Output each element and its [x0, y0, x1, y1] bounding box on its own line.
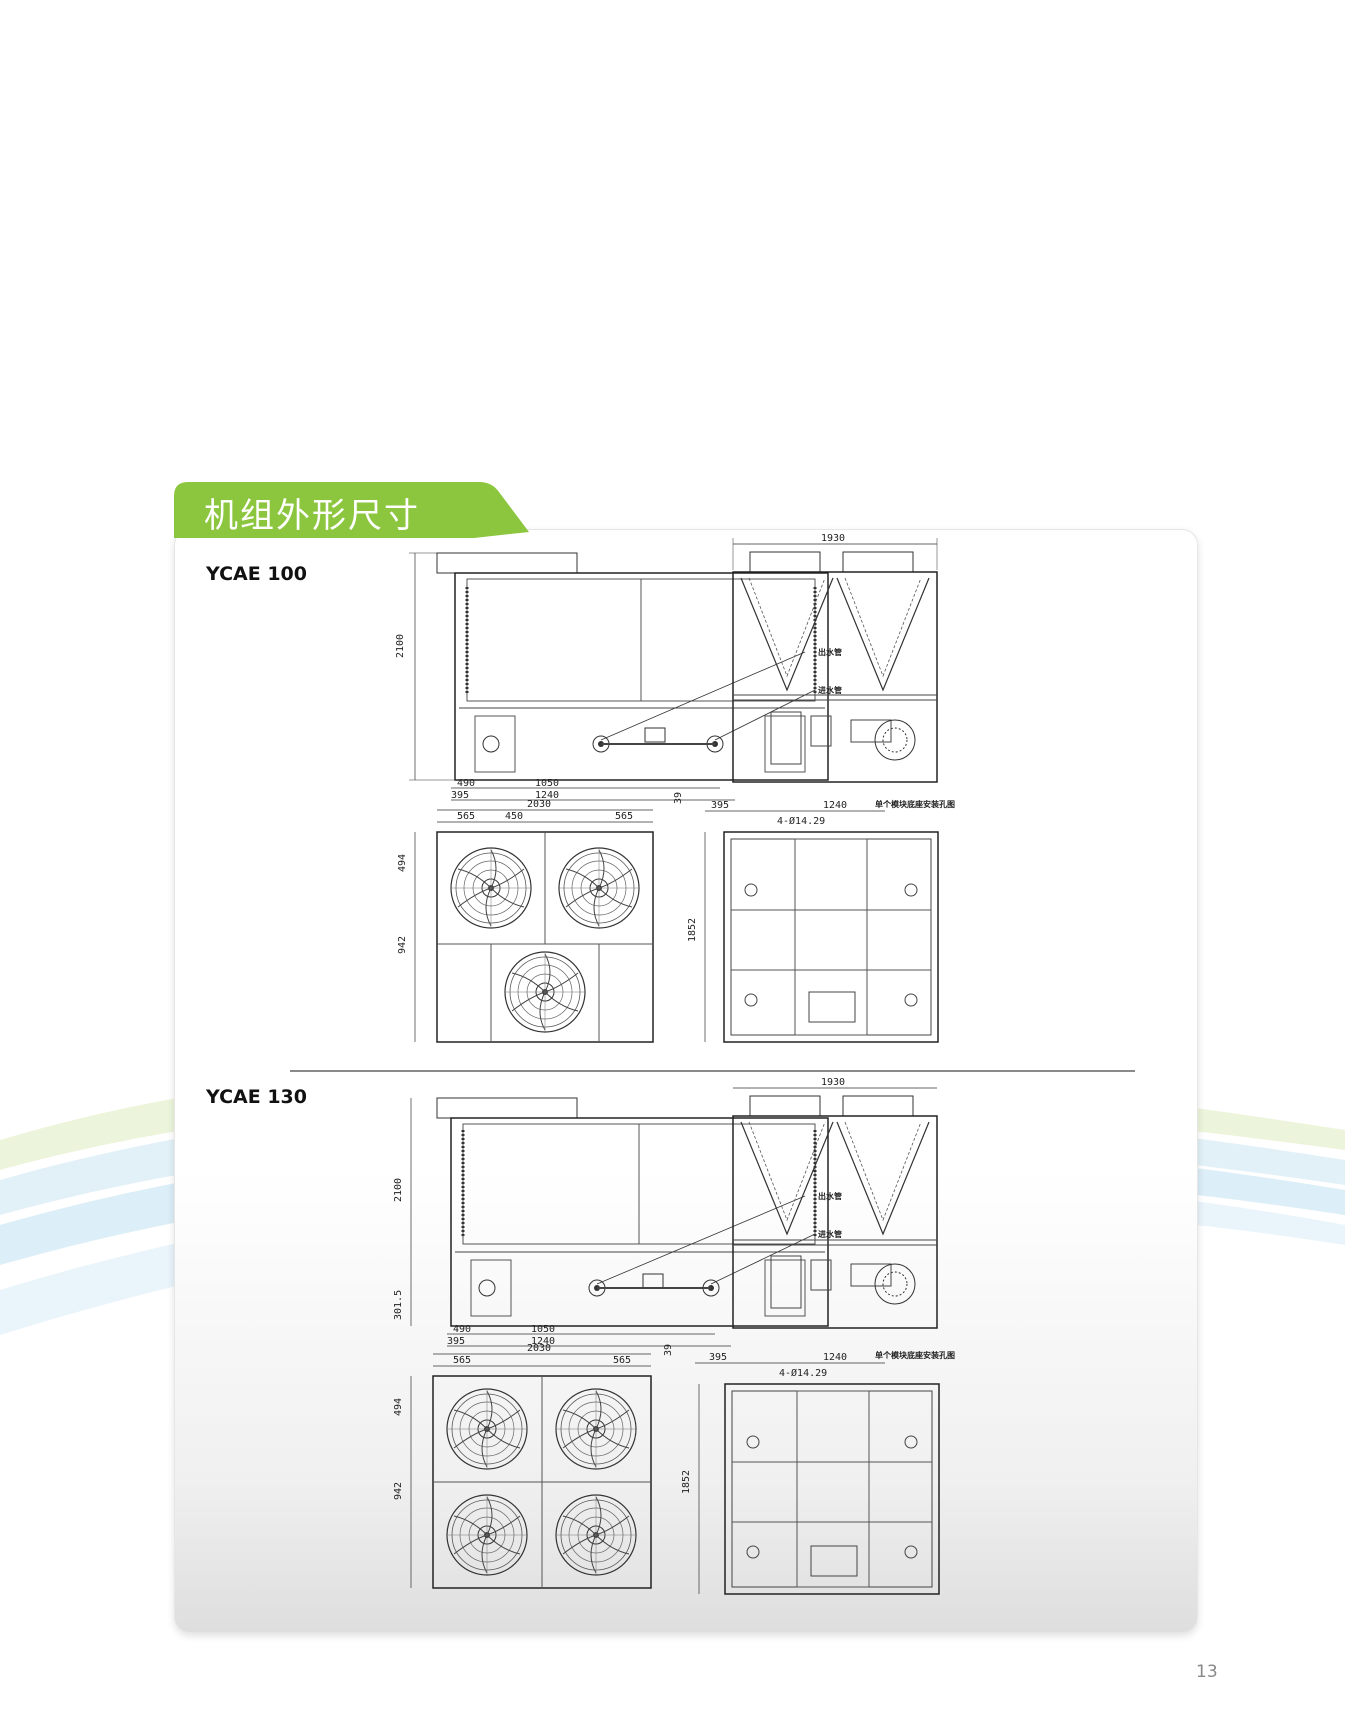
svg-text:4-Ø14.29: 4-Ø14.29	[779, 1367, 827, 1379]
ycae130-side-view: 1930	[732, 1077, 938, 1329]
svg-text:1050: 1050	[531, 1324, 555, 1335]
section-header-tab: 机组外形尺寸	[174, 482, 534, 538]
svg-text:进水管: 进水管	[818, 685, 842, 695]
ycae100-top-view: 2030 565 450 565 494 942	[397, 799, 654, 1043]
svg-text:单个模块底座安装孔图: 单个模块底座安装孔图	[875, 799, 955, 809]
svg-text:2030: 2030	[527, 1343, 551, 1354]
svg-text:942: 942	[397, 936, 408, 954]
svg-text:39: 39	[663, 1344, 674, 1356]
svg-text:出水管: 出水管	[818, 1191, 842, 1201]
svg-text:1240: 1240	[535, 790, 559, 801]
ycae130-front-view: 出水管 进水管 2100 301.5 490 1050 395 1240	[393, 1097, 842, 1347]
model-label-ycae130: YCAE 130	[206, 1086, 307, 1108]
section-divider	[290, 1070, 1135, 1072]
svg-text:1930: 1930	[821, 1077, 845, 1088]
fan-icon	[504, 951, 586, 1033]
svg-text:565: 565	[453, 1355, 471, 1366]
svg-text:494: 494	[397, 854, 408, 872]
ycae100-base-view: 39 395 1240 单个模块底座安装孔图 4-Ø14.29 1852	[673, 792, 955, 1043]
fan-icon	[446, 1388, 528, 1470]
ycae130-top-view: 2030 565 565 494 942	[393, 1343, 652, 1589]
svg-text:4-Ø14.29: 4-Ø14.29	[777, 815, 825, 827]
svg-text:942: 942	[393, 1482, 404, 1500]
svg-text:2030: 2030	[527, 799, 551, 810]
svg-text:450: 450	[505, 811, 523, 822]
svg-text:2100: 2100	[393, 1178, 404, 1202]
svg-text:395: 395	[711, 800, 729, 811]
svg-text:301.5: 301.5	[393, 1290, 404, 1320]
fan-icon	[450, 847, 532, 929]
page-number: 13	[1196, 1662, 1218, 1682]
fan-icon	[446, 1494, 528, 1576]
svg-text:1930: 1930	[821, 533, 845, 544]
fan-icon	[555, 1494, 637, 1576]
svg-text:1852: 1852	[687, 918, 698, 942]
svg-text:1240: 1240	[531, 1336, 555, 1347]
svg-text:2100: 2100	[395, 634, 406, 658]
svg-text:出水管: 出水管	[818, 647, 842, 657]
svg-text:490: 490	[453, 1324, 471, 1335]
svg-text:395: 395	[451, 790, 469, 801]
technical-drawings: 出水管 进水管 2100 490 1050 395 1240 1930	[393, 533, 955, 1595]
svg-text:1240: 1240	[823, 800, 847, 811]
svg-text:565: 565	[457, 811, 475, 822]
ycae130-base-view: 39 395 1240 单个模块底座安装孔图 4-Ø14.29 1852	[663, 1344, 955, 1595]
ycae100-front-view: 出水管 进水管 2100 490 1050 395 1240	[395, 552, 842, 801]
svg-text:395: 395	[447, 1336, 465, 1347]
svg-text:395: 395	[709, 1352, 727, 1363]
dimensions-panel: YCAE 100 YCAE 130	[174, 529, 1198, 1633]
fan-icon	[558, 847, 640, 929]
fan-icon	[555, 1388, 637, 1470]
svg-text:单个模块底座安装孔图: 单个模块底座安装孔图	[875, 1350, 955, 1360]
svg-text:494: 494	[393, 1398, 404, 1416]
model-label-ycae100: YCAE 100	[206, 563, 307, 585]
section-tab-shape	[174, 482, 529, 538]
svg-text:1050: 1050	[535, 778, 559, 789]
svg-text:565: 565	[615, 811, 633, 822]
svg-text:1852: 1852	[681, 1470, 692, 1494]
ycae100-side-view: 1930	[732, 533, 938, 783]
svg-text:490: 490	[457, 778, 475, 789]
section-title: 机组外形尺寸	[204, 496, 420, 536]
svg-text:565: 565	[613, 1355, 631, 1366]
svg-text:进水管: 进水管	[818, 1229, 842, 1239]
svg-text:39: 39	[673, 792, 684, 804]
svg-text:1240: 1240	[823, 1352, 847, 1363]
